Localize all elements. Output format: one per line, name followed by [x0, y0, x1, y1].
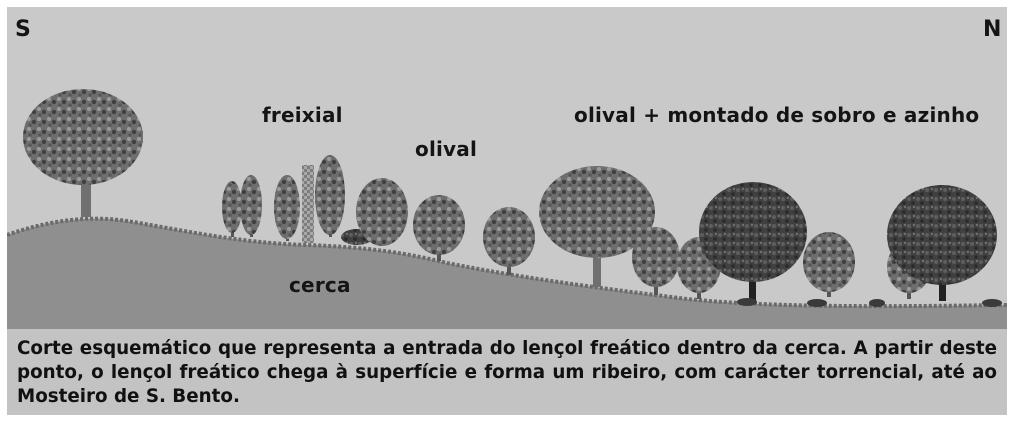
freixial-label: freixial	[262, 103, 343, 127]
terrain-edge	[7, 216, 1007, 309]
terrain	[7, 218, 1007, 329]
cerca-label: cerca	[289, 273, 351, 297]
caption-box: Corte esquemático que representa a entra…	[7, 329, 1007, 415]
caption-text: Corte esquemático que representa a entra…	[17, 338, 997, 407]
olival-label: olival	[415, 137, 478, 161]
olival-montado-label: olival + montado de sobro e azinho	[574, 103, 980, 127]
direction-north-label: N	[983, 17, 1002, 42]
direction-south-label: S	[15, 17, 32, 42]
landscape-drawing	[7, 89, 1007, 329]
cross-section-illustration: S N freixial olival olival + montado de …	[7, 7, 1007, 329]
